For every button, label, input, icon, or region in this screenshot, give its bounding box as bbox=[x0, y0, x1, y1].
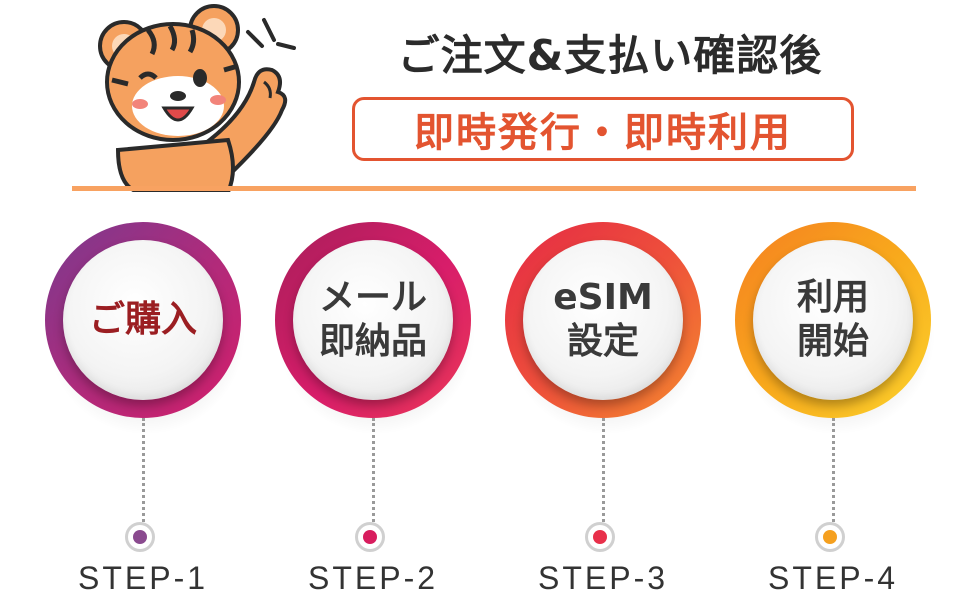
step-marker-dot bbox=[593, 530, 607, 544]
step-text-line2: 設定 bbox=[566, 321, 639, 362]
step-text-line1: 利用 bbox=[796, 277, 869, 318]
step-2: メール 即納品 STEP-2 bbox=[271, 222, 481, 602]
step-circle: ご購入 bbox=[63, 240, 223, 400]
step-marker bbox=[355, 522, 385, 552]
step-marker-dot bbox=[823, 530, 837, 544]
step-marker bbox=[125, 522, 155, 552]
step-circle: 利用 開始 bbox=[753, 240, 913, 400]
dotted-connector bbox=[142, 418, 145, 522]
step-text-line1: ご購入 bbox=[88, 299, 197, 340]
step-text-line2: 即納品 bbox=[318, 321, 427, 362]
step-text-line1: メール bbox=[318, 277, 427, 318]
step-circle: メール 即納品 bbox=[293, 240, 453, 400]
step-label: STEP-2 bbox=[307, 560, 439, 596]
dotted-connector bbox=[372, 418, 375, 522]
page-title: ご注文&支払い確認後 bbox=[397, 31, 823, 80]
step-text-line1: eSIM bbox=[553, 277, 653, 318]
step-3: eSIM 設定 STEP-3 bbox=[501, 222, 711, 602]
step-marker bbox=[815, 522, 845, 552]
step-label: STEP-1 bbox=[77, 560, 209, 596]
step-marker bbox=[585, 522, 615, 552]
step-1: ご購入 STEP-1 bbox=[41, 222, 251, 602]
instant-issue-badge: 即時発行・即時利用 bbox=[352, 97, 854, 161]
step-marker-dot bbox=[133, 530, 147, 544]
step-marker-dot bbox=[363, 530, 377, 544]
step-4: 利用 開始 STEP-4 bbox=[731, 222, 941, 602]
step-label: STEP-3 bbox=[537, 560, 669, 596]
step-label: STEP-4 bbox=[767, 560, 899, 596]
divider bbox=[72, 186, 916, 191]
step-text-line2: 開始 bbox=[796, 321, 869, 362]
dotted-connector bbox=[602, 418, 605, 522]
tiger-mascot-icon bbox=[98, 4, 296, 192]
step-circle: eSIM 設定 bbox=[523, 240, 683, 400]
dotted-connector bbox=[832, 418, 835, 522]
